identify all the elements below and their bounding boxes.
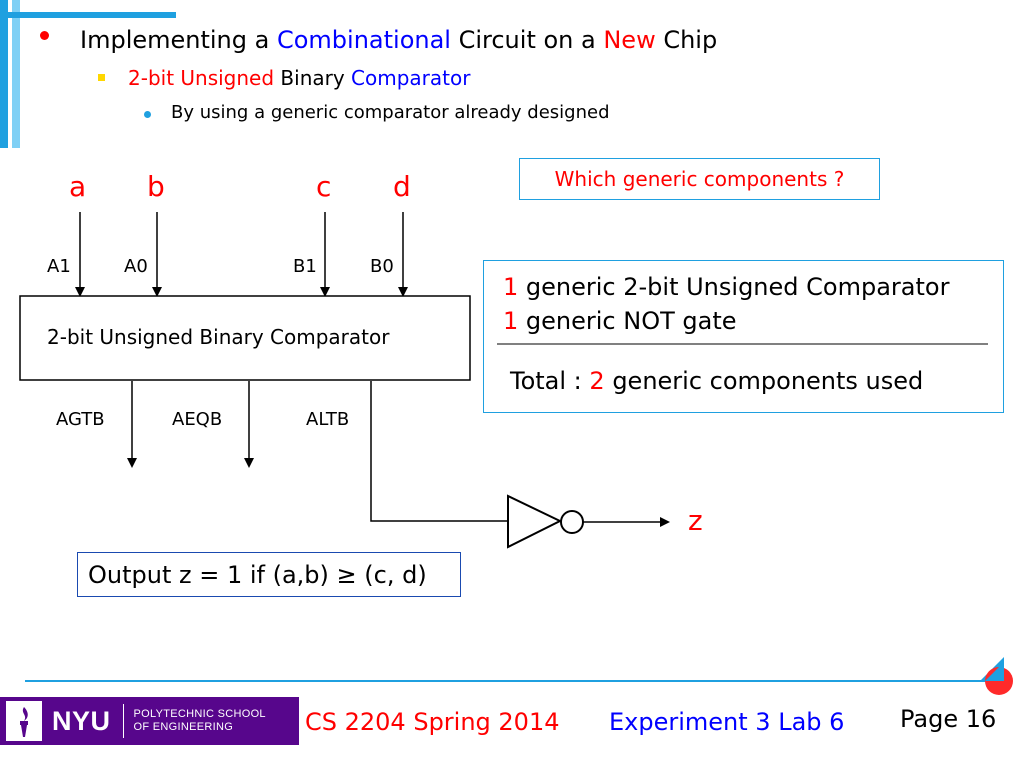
answer-count: 1 <box>503 307 519 335</box>
answer-text: generic 2-bit Unsigned Comparator <box>518 273 950 301</box>
footer-experiment: Experiment 3 Lab 6 <box>609 708 845 736</box>
bullet-level1-part: New <box>603 26 656 54</box>
pin-label-aeqb: AEQB <box>172 409 223 430</box>
pin-label-b0: B0 <box>370 256 394 277</box>
pin-label-altb: ALTB <box>306 409 350 430</box>
bullet-dot-level3 <box>144 111 151 118</box>
school-line1: POLYTECHNIC SCHOOL <box>133 708 266 720</box>
school-name: POLYTECHNIC SCHOOL OF ENGINEERING <box>134 708 266 734</box>
answer-line-not-gate: 1 generic NOT gate <box>503 307 737 335</box>
comparator-label: 2-bit Unsigned Binary Comparator <box>47 325 390 349</box>
answer-text: generic NOT gate <box>518 307 737 335</box>
bullet-level2-part: Comparator <box>351 66 471 90</box>
not-gate-bubble <box>560 510 584 534</box>
bullet-level1-part: Combinational <box>276 26 451 54</box>
comparator-box <box>19 295 471 381</box>
answer-count: 1 <box>503 273 519 301</box>
total-count: 2 <box>589 367 605 395</box>
bullet-square-level2 <box>98 74 105 81</box>
output-label-z: z <box>688 504 703 537</box>
logo-separator <box>122 704 124 738</box>
answer-line-comparator: 1 generic 2-bit Unsigned Comparator <box>503 273 949 301</box>
input-label-c: c <box>316 170 332 203</box>
bullet-level2: 2-bit Unsigned Binary Comparator <box>128 66 470 90</box>
total-suffix: generic components used <box>604 367 924 395</box>
pin-label-b1: B1 <box>293 256 317 277</box>
input-label-d: d <box>393 170 411 203</box>
nyu-logo-text: NYU <box>52 705 111 736</box>
bullet-dot-level1 <box>40 31 49 40</box>
footer-page-number: Page 16 <box>900 705 997 733</box>
wire-output-altb <box>370 381 508 522</box>
pin-label-a0: A0 <box>124 256 148 277</box>
answer-total: Total : 2 generic components used <box>510 367 923 395</box>
bullet-level3: By using a generic comparator already de… <box>171 102 610 123</box>
input-label-a: a <box>69 170 87 203</box>
output-condition-box: Output z = 1 if (a,b) ≥ (c, d) <box>77 552 461 597</box>
answer-box <box>483 260 1004 413</box>
not-gate-triangle <box>507 494 563 549</box>
question-box: Which generic components ? <box>519 158 880 200</box>
footer-course: CS 2204 Spring 2014 <box>305 708 560 736</box>
bullet-level1-part: Circuit on a <box>450 26 604 54</box>
pin-label-agtb: AGTB <box>56 409 105 430</box>
bullet-level1-part: Chip <box>655 26 718 54</box>
bullet-level1-part: Implementing a <box>80 26 277 54</box>
pin-label-a1: A1 <box>47 256 71 277</box>
bullet-level2-part: 2-bit Unsigned <box>128 66 275 90</box>
torch-icon <box>6 701 42 741</box>
bullet-level2-part: Binary <box>274 66 352 90</box>
bullet-level1: Implementing a Combinational Circuit on … <box>80 26 717 54</box>
input-label-b: b <box>147 170 165 203</box>
total-prefix: Total : <box>510 367 590 395</box>
nyu-logo-bar: NYU POLYTECHNIC SCHOOL OF ENGINEERING <box>0 697 299 745</box>
corner-decoration <box>0 0 176 148</box>
school-line2: OF ENGINEERING <box>133 721 234 733</box>
